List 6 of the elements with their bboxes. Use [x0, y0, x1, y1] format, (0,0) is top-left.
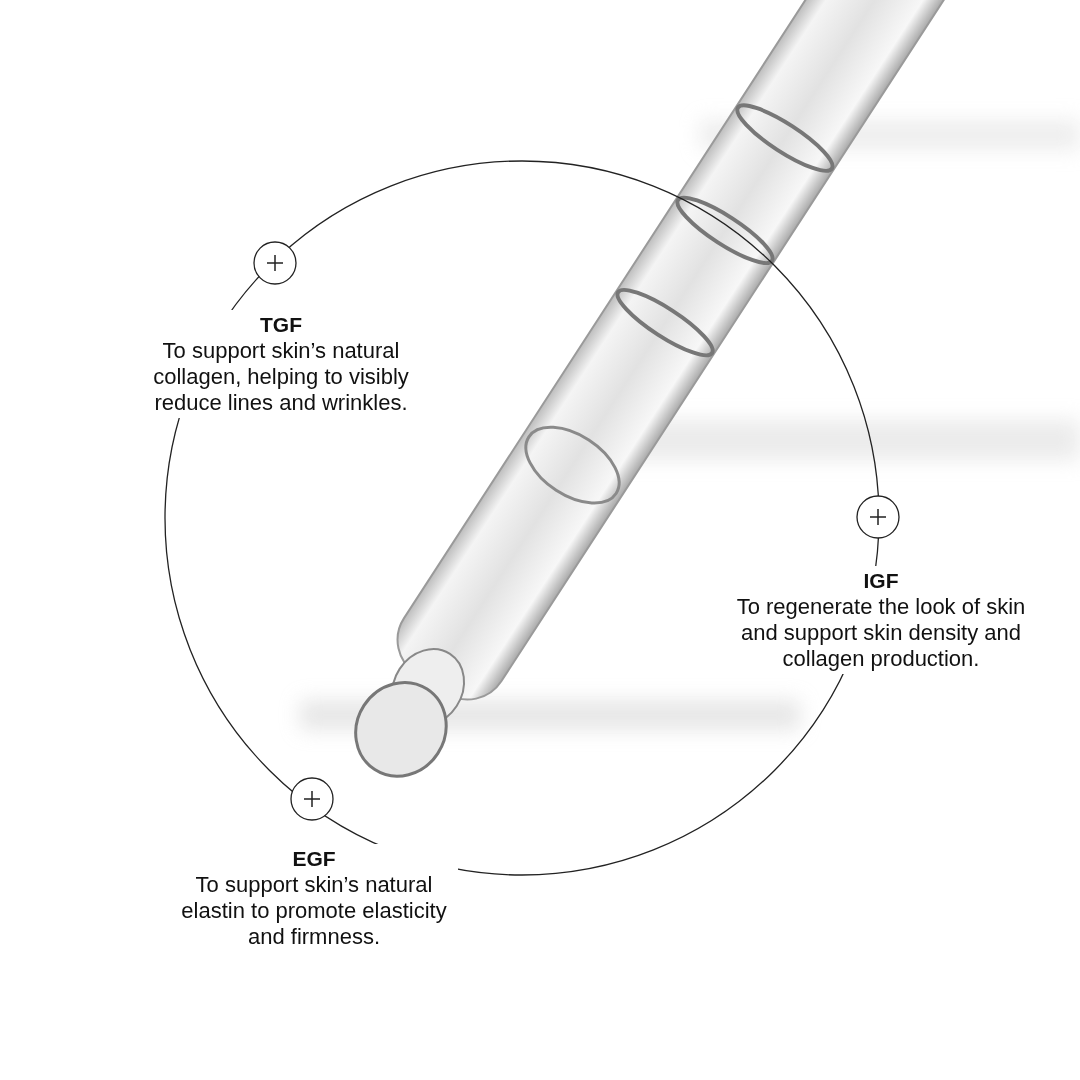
ingredient-heading: EGF: [291, 846, 337, 872]
benefit-description: To support skin’s natural collagen, helping to visibly reduce lines and wrinkles.: [152, 338, 410, 416]
ingredient-heading: IGF: [862, 568, 900, 594]
benefit-description: To regenerate the look of skin and support skin density and collagen production.: [736, 594, 1026, 672]
benefit-description: To support skin’s natural elastin to promote elasticity and firmness.: [180, 872, 448, 950]
ingredient-heading: TGF: [259, 312, 303, 338]
